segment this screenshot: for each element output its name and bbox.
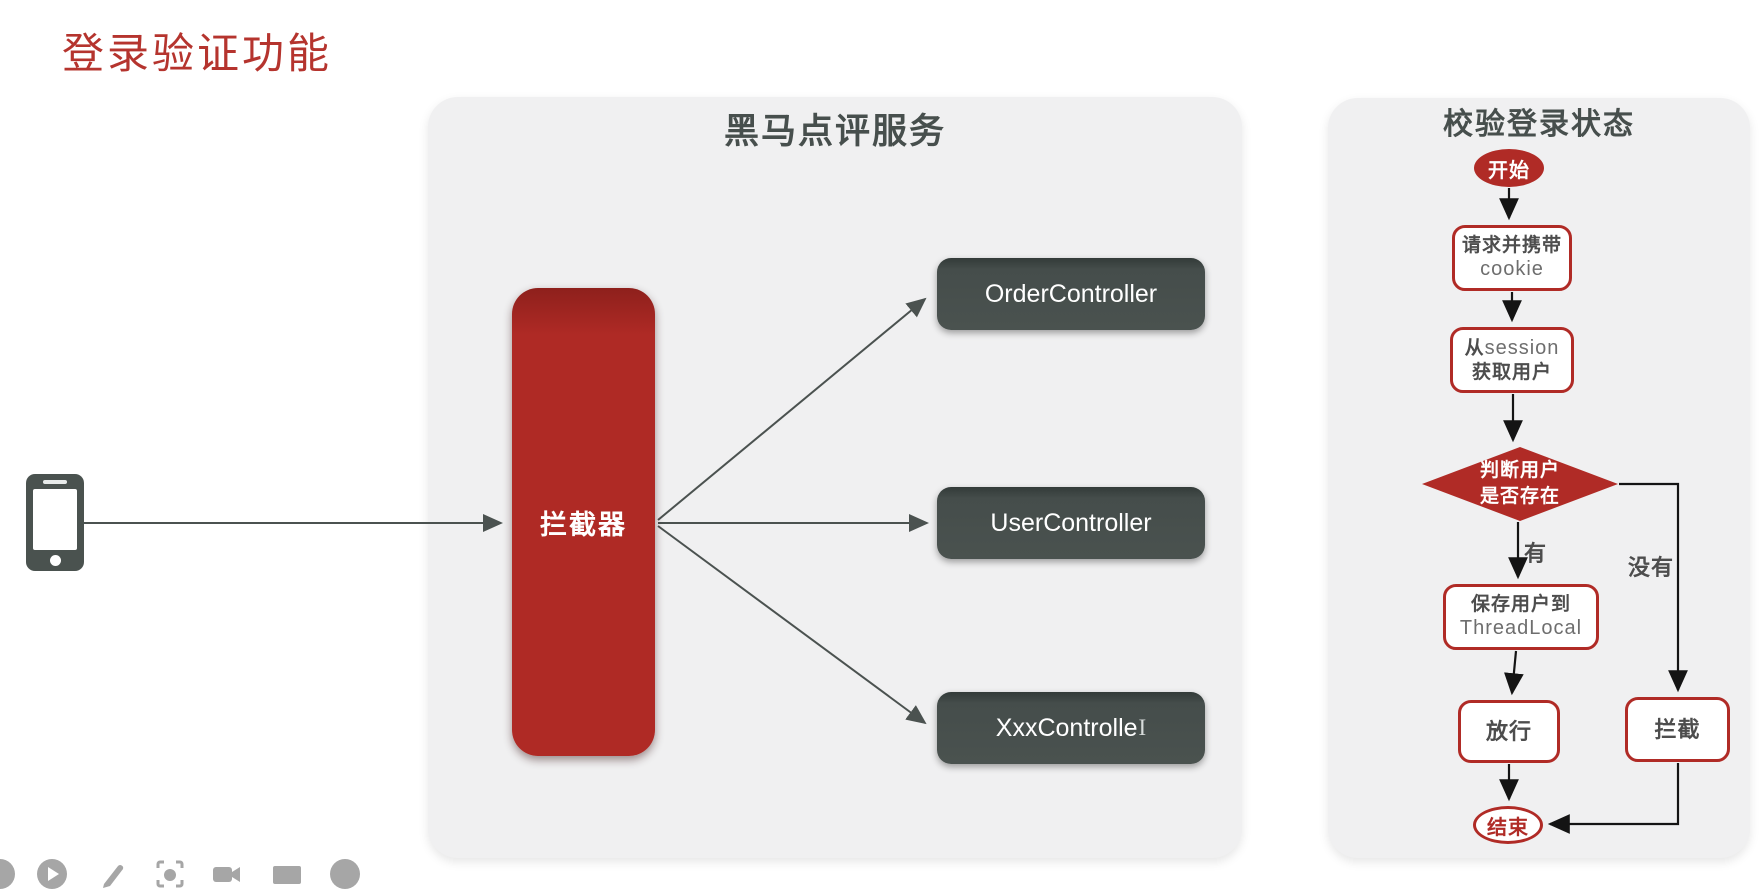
flow-save-threadlocal-node[interactable]: 保存用户到 ThreadLocal bbox=[1443, 584, 1599, 650]
flow-request-cookie-node[interactable]: 请求并携带 cookie bbox=[1452, 225, 1572, 291]
save-line1: 保存用户到 bbox=[1470, 593, 1571, 615]
session-line2: 获取用户 bbox=[1471, 361, 1552, 383]
request-line1: 请求并携带 bbox=[1461, 234, 1562, 256]
circle-icon[interactable] bbox=[329, 858, 361, 890]
edge-label-yes: 有 bbox=[1524, 541, 1547, 566]
xxx-controller-label: XxxControlle bbox=[995, 713, 1138, 742]
flow-start-label: 开始 bbox=[1488, 159, 1530, 182]
flow-intercept-node[interactable]: 拦截 bbox=[1625, 697, 1730, 762]
session-line1: 从session bbox=[1465, 336, 1560, 361]
flow-start-node[interactable]: 开始 bbox=[1474, 149, 1544, 187]
session-line1-en: session bbox=[1484, 336, 1560, 359]
phone-home-button bbox=[49, 555, 61, 566]
phone-speaker bbox=[43, 480, 67, 484]
flow-end-label: 结束 bbox=[1487, 816, 1529, 839]
smartphone-icon[interactable] bbox=[26, 474, 84, 571]
video-camera-icon[interactable] bbox=[211, 858, 243, 890]
edge-label-no: 没有 bbox=[1627, 555, 1674, 580]
decision-line1: 判断用户 bbox=[1479, 460, 1560, 482]
flow-session-node[interactable]: 从session 获取用户 bbox=[1450, 327, 1574, 393]
flow-pass-node[interactable]: 放行 bbox=[1458, 700, 1560, 763]
pen-icon[interactable] bbox=[98, 858, 130, 890]
pass-label: 放行 bbox=[1485, 718, 1532, 744]
screenshot-camera-icon[interactable] bbox=[154, 858, 186, 890]
circle-icon[interactable] bbox=[0, 858, 16, 890]
service-panel-title: 黑马点评服务 bbox=[723, 112, 946, 151]
request-line2: cookie bbox=[1480, 258, 1544, 281]
flow-panel-title: 校验登录状态 bbox=[1443, 108, 1635, 141]
text-cursor: I bbox=[1138, 715, 1147, 740]
page-title[interactable]: 登录验证功能 bbox=[62, 32, 333, 78]
decision-line2: 是否存在 bbox=[1479, 486, 1560, 507]
order-controller-box[interactable]: OrderController bbox=[937, 258, 1205, 330]
pointer-icon[interactable] bbox=[36, 858, 68, 890]
interceptor-box[interactable]: 拦截器 bbox=[512, 288, 655, 756]
intercept-label: 拦截 bbox=[1654, 716, 1701, 742]
session-line1-cn: 从 bbox=[1464, 337, 1485, 359]
user-controller-label: UserController bbox=[990, 508, 1152, 537]
flow-end-node[interactable]: 结束 bbox=[1473, 806, 1543, 844]
order-controller-label: OrderController bbox=[984, 279, 1158, 308]
save-line2: ThreadLocal bbox=[1459, 617, 1583, 640]
user-controller-box[interactable]: UserController bbox=[937, 487, 1205, 559]
monitor-icon[interactable] bbox=[271, 858, 303, 890]
interceptor-label: 拦截器 bbox=[540, 509, 627, 540]
phone-screen bbox=[33, 489, 77, 550]
